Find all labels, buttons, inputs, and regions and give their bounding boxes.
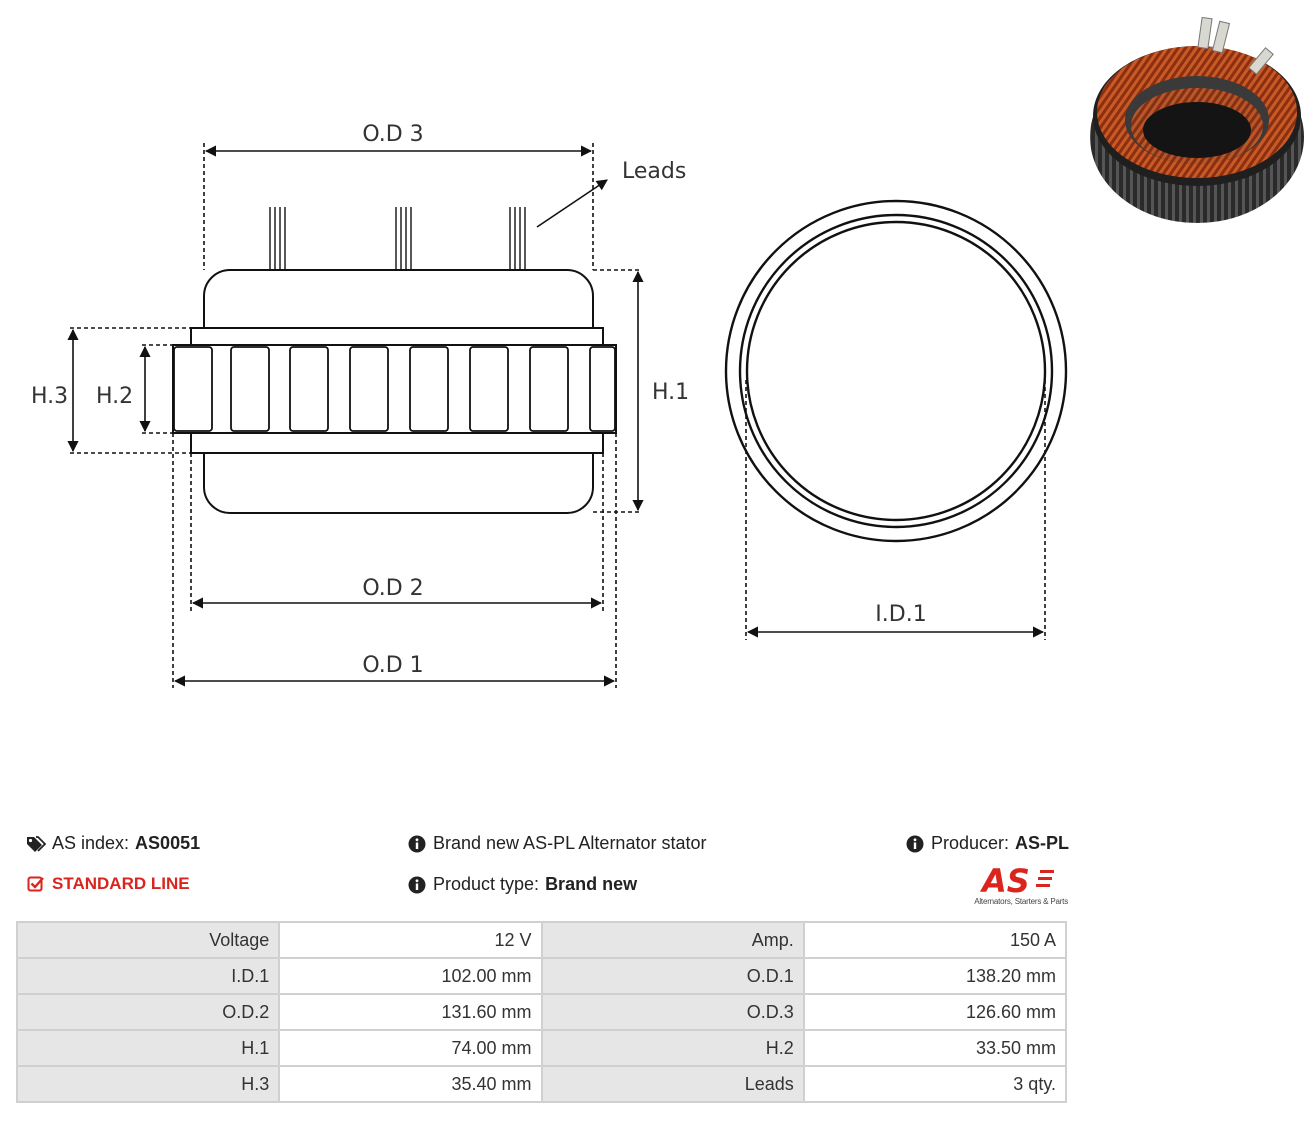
info-icon	[407, 834, 427, 854]
spec-value: 12 V	[280, 923, 541, 957]
spec-label: Amp.	[542, 923, 803, 957]
as-index: AS index: AS0051	[26, 833, 200, 854]
spec-label: Voltage	[18, 923, 279, 957]
spec-value: 126.60 mm	[804, 995, 1065, 1029]
producer-value: AS-PL	[1015, 833, 1070, 853]
label-leads: Leads	[622, 159, 686, 184]
spec-label: Leads	[542, 1067, 803, 1101]
table-row: O.D.2 131.60 mm O.D.3 126.60 mm	[18, 995, 1065, 1029]
spec-label: O.D.3	[542, 995, 803, 1029]
description: Brand new AS-PL Alternator stator	[407, 833, 706, 854]
label-h3: H.3	[31, 384, 68, 409]
product-type: Product type: Brand new	[407, 874, 637, 895]
spec-label: H.2	[542, 1031, 803, 1065]
description-text: Brand new AS-PL Alternator stator	[433, 833, 707, 853]
as-index-label: AS index:	[52, 833, 130, 853]
checkbox-checked-icon	[26, 874, 46, 894]
standard-line: STANDARD LINE	[26, 874, 190, 894]
label-od3: O.D 3	[362, 122, 423, 147]
spec-label: O.D.2	[18, 995, 279, 1029]
info-icon	[407, 875, 427, 895]
spec-value: 138.20 mm	[804, 959, 1065, 993]
label-h1: H.1	[652, 380, 689, 405]
table-row: H.1 74.00 mm H.2 33.50 mm	[18, 1031, 1065, 1065]
spec-value: 35.40 mm	[280, 1067, 541, 1101]
label-id1: I.D.1	[875, 602, 926, 627]
spec-label: I.D.1	[18, 959, 279, 993]
label-h2: H.2	[96, 384, 133, 409]
table-row: I.D.1 102.00 mm O.D.1 138.20 mm	[18, 959, 1065, 993]
standard-line-label: STANDARD LINE	[52, 874, 190, 893]
stator-technical-drawing: O.D 3 Leads H.1 H.3 H.2 O.D 2 O.D 1 I.D.…	[31, 122, 1068, 688]
producer-label: Producer:	[931, 833, 1010, 853]
info-icon	[905, 834, 925, 854]
as-index-value: AS0051	[135, 833, 201, 853]
spec-label: H.1	[18, 1031, 279, 1065]
core-teeth	[173, 346, 616, 432]
as-pl-logo: AS Alternators, Starters & Parts	[964, 862, 1068, 908]
product-type-value: Brand new	[545, 874, 638, 894]
spec-value: 102.00 mm	[280, 959, 541, 993]
spec-value: 3 qty.	[804, 1067, 1065, 1101]
lead-wires	[269, 207, 526, 270]
label-od2: O.D 2	[362, 576, 423, 601]
dimension-lines	[67, 143, 1046, 688]
spec-label: O.D.1	[542, 959, 803, 993]
specifications-table: Voltage 12 V Amp. 150 A I.D.1 102.00 mm …	[16, 921, 1067, 1103]
spec-value: 74.00 mm	[280, 1031, 541, 1065]
stator-top-view	[724, 199, 1068, 543]
spec-value: 131.60 mm	[280, 995, 541, 1029]
stator-side-view	[172, 207, 617, 514]
label-od1: O.D 1	[362, 653, 423, 678]
logo-text: AS	[979, 864, 1030, 896]
spec-value: 150 A	[804, 923, 1065, 957]
logo-tagline: Alternators, Starters & Parts	[974, 897, 1068, 906]
table-row: Voltage 12 V Amp. 150 A	[18, 923, 1065, 957]
product-type-label: Product type:	[433, 874, 540, 894]
tags-icon	[26, 834, 46, 854]
table-row: H.3 35.40 mm Leads 3 qty.	[18, 1067, 1065, 1101]
stator-photo	[1090, 16, 1304, 223]
spec-value: 33.50 mm	[804, 1031, 1065, 1065]
spec-label: H.3	[18, 1067, 279, 1101]
producer: Producer: AS-PL	[905, 833, 1069, 854]
